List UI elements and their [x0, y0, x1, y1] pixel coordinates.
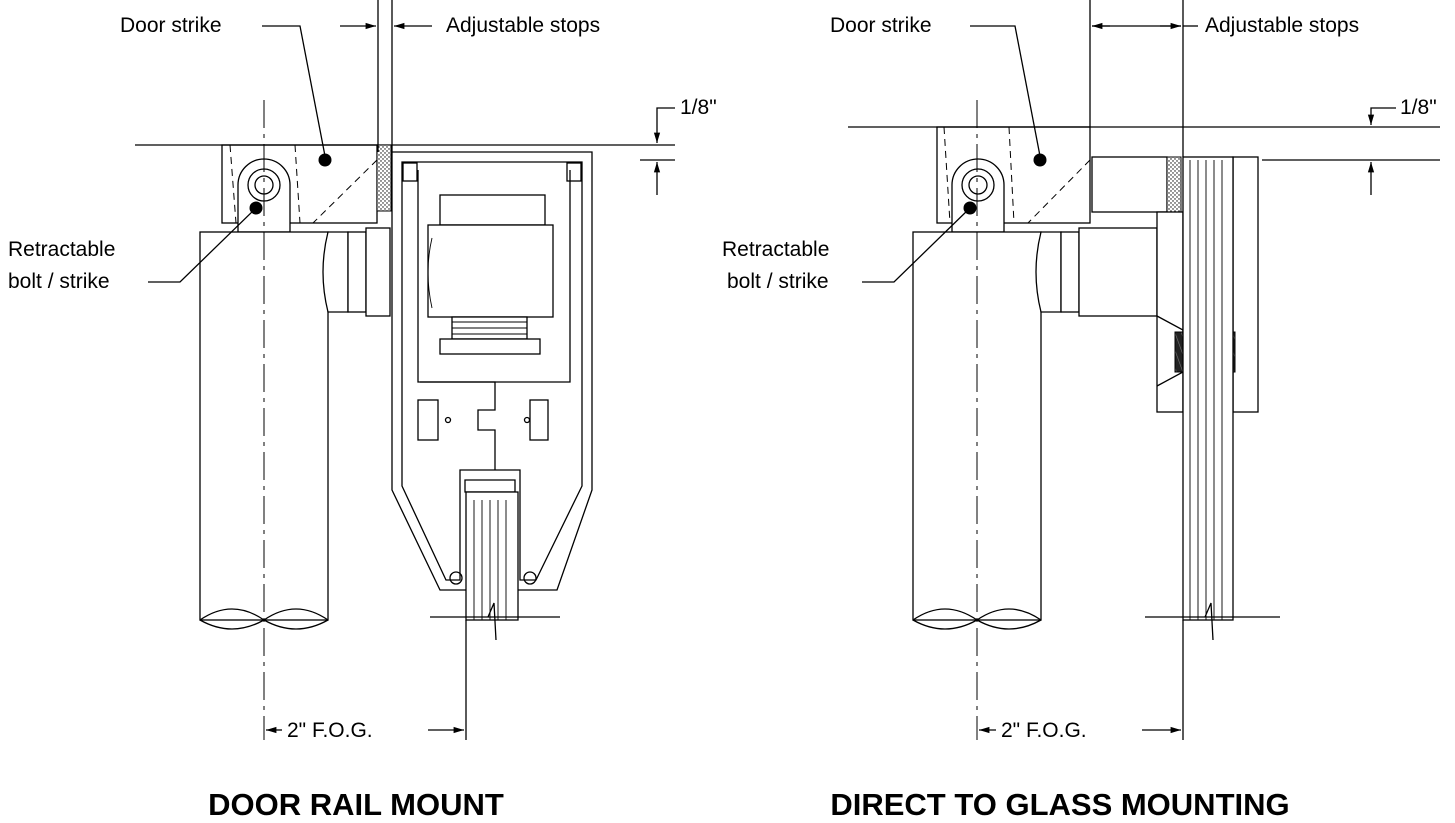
retractable-bolt: [951, 158, 1005, 233]
right-annotations: Door strike Adjustable stops 1/8" Retrac…: [722, 14, 1437, 822]
gap-arrow-top: [1367, 107, 1396, 126]
adjustable-stops-label: Adjustable stops: [1205, 14, 1359, 37]
connector: [1035, 227, 1158, 317]
fog-label: 2" F.O.G.: [287, 719, 373, 742]
fog-label: 2" F.O.G.: [1001, 719, 1087, 742]
door-strike-label: Door strike: [120, 14, 222, 37]
left-annotations: Door strike Adjustable stops 1/8" Retrac…: [8, 14, 717, 822]
adjustable-stops-label: Adjustable stops: [446, 14, 600, 37]
glass-panel: [430, 491, 560, 641]
gap-arrow-top: [653, 107, 675, 143]
bolt-label-line1: Retractable: [8, 238, 115, 261]
gap-label: 1/8": [680, 96, 717, 119]
door-strike-leader: [262, 25, 326, 157]
right-title: DIRECT TO GLASS MOUNTING: [830, 787, 1289, 822]
door-rail-housing: [391, 151, 593, 591]
bolt-label-line1: Retractable: [722, 238, 829, 261]
connector: [322, 227, 391, 317]
bolt-leader: [148, 207, 257, 283]
direct-to-glass-detail: [848, 0, 1440, 740]
door-strike-leader: [970, 25, 1041, 157]
compression-spring: [451, 316, 528, 340]
gap-label: 1/8": [1400, 96, 1437, 119]
bolt-label-line2: bolt / strike: [8, 270, 110, 293]
bolt-leader: [862, 207, 971, 283]
bolt-label-line2: bolt / strike: [727, 270, 829, 293]
left-title: DOOR RAIL MOUNT: [208, 787, 504, 822]
door-rail-mount-detail: [135, 0, 675, 740]
door-strike-block: [221, 144, 392, 224]
glass-panel: [1145, 156, 1280, 641]
door-strike-block: [936, 126, 1091, 224]
door-strike-label: Door strike: [830, 14, 932, 37]
